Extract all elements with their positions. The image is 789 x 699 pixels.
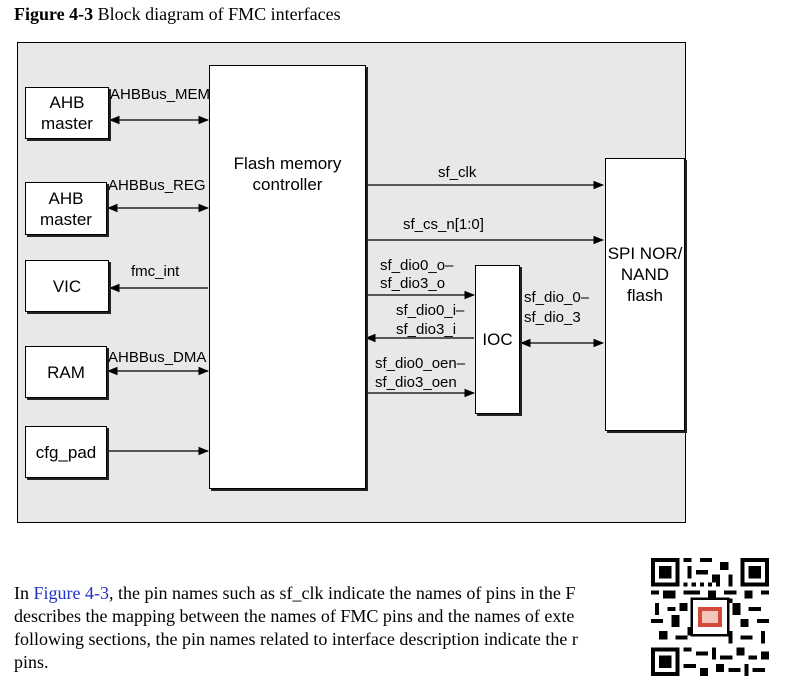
figure-reference-link[interactable]: Figure 4-3	[33, 583, 110, 603]
fmc-int-label: fmc_int	[131, 263, 180, 280]
sf-dio-o-label-1: sf_dio0_o–	[380, 257, 454, 274]
ram-block: RAM	[25, 346, 107, 398]
figure-title: Block diagram of FMC interfaces	[93, 4, 341, 24]
sf-dio-oen-label-1: sf_dio0_oen–	[375, 355, 466, 372]
ahbbus-mem-label: AHBBus_MEM	[110, 86, 211, 103]
sf-cs-n-label: sf_cs_n[1:0]	[403, 216, 484, 233]
sf-dio-i-label-1: sf_dio0_i–	[396, 302, 465, 319]
sf-dio-oen-label-2: sf_dio3_oen	[375, 374, 457, 391]
sf-dio-ext-label-2: sf_dio_3	[524, 309, 581, 326]
paragraph-line-1: In Figure 4-3, the pin names such as sf_…	[14, 583, 576, 603]
qr-code-icon	[651, 558, 769, 676]
ioc-block: IOC	[475, 265, 520, 414]
paragraph-line-4: pins.	[14, 652, 49, 672]
signal-arrows	[106, 115, 605, 456]
sf-dio-ext-label-1: sf_dio_0–	[524, 289, 590, 306]
paragraph-line-2: describes the mapping between the names …	[14, 606, 575, 626]
ahbbus-reg-label: AHBBus_REG	[108, 177, 206, 194]
sf-clk-label: sf_clk	[438, 164, 477, 181]
ahbbus-dma-label: AHBBus_DMA	[108, 349, 207, 366]
figure-caption: Figure 4-3 Block diagram of FMC interfac…	[14, 4, 341, 25]
cfg-pad-block: cfg_pad	[25, 426, 107, 478]
sf-dio-i-label-2: sf_dio3_i	[396, 321, 457, 338]
paragraph-line-3: following sections, the pin names relate…	[14, 629, 578, 649]
figure-number: Figure 4-3	[14, 4, 94, 24]
sf-dio-o-label-2: sf_dio3_o	[380, 275, 446, 292]
body-paragraph: In Figure 4-3, the pin names such as sf_…	[14, 582, 644, 674]
vic-block: VIC	[25, 260, 109, 312]
